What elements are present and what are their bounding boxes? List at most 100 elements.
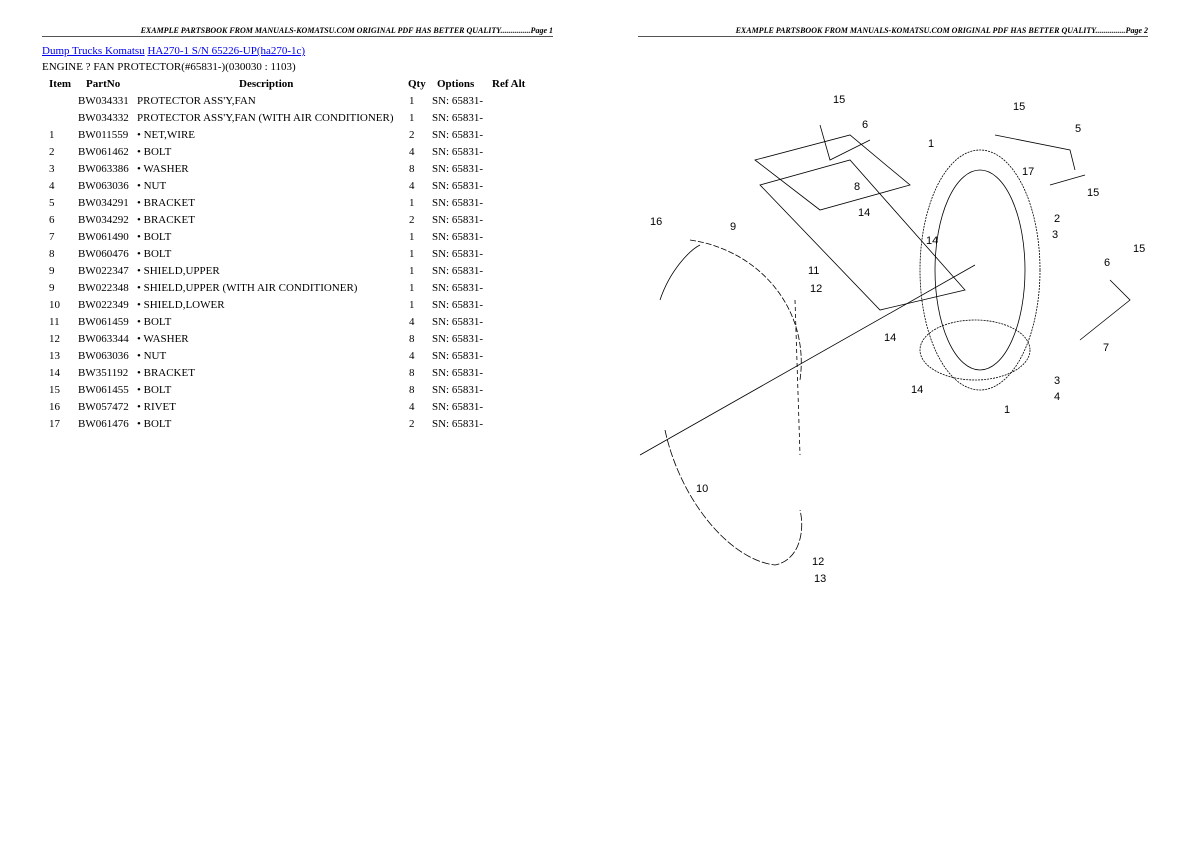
description: • SHIELD,UPPER bbox=[137, 265, 220, 277]
page-header-1: EXAMPLE PARTSBOOK FROM MANUALS-KOMATSU.C… bbox=[42, 26, 553, 37]
description: • SHIELD,LOWER bbox=[137, 299, 225, 311]
options: SN: 65831- bbox=[432, 112, 484, 124]
description: • BOLT bbox=[137, 316, 172, 328]
item-number: 2 bbox=[49, 146, 55, 158]
col-item: Item bbox=[49, 78, 71, 90]
callout-label: 15 bbox=[1013, 101, 1025, 113]
options: SN: 65831- bbox=[432, 214, 484, 226]
quantity: 4 bbox=[409, 316, 415, 328]
quantity: 1 bbox=[409, 231, 415, 243]
callout-label: 14 bbox=[884, 332, 896, 344]
part-number: BW011559 bbox=[78, 129, 129, 141]
item-number: 13 bbox=[49, 350, 60, 362]
item-number: 4 bbox=[49, 180, 55, 192]
callout-label: 6 bbox=[862, 119, 868, 131]
part-number: BW061490 bbox=[78, 231, 129, 243]
part-number: BW061462 bbox=[78, 146, 129, 158]
callout-label: 7 bbox=[1103, 342, 1109, 354]
options: SN: 65831- bbox=[432, 333, 484, 345]
item-number: 3 bbox=[49, 163, 55, 175]
quantity: 4 bbox=[409, 401, 415, 413]
options: SN: 65831- bbox=[432, 401, 484, 413]
description: • WASHER bbox=[137, 333, 189, 345]
options: SN: 65831- bbox=[432, 180, 484, 192]
description: PROTECTOR ASS'Y,FAN (WITH AIR CONDITIONE… bbox=[137, 112, 394, 124]
callout-label: 6 bbox=[1104, 257, 1110, 269]
description: • BOLT bbox=[137, 384, 172, 396]
part-number: BW063036 bbox=[78, 180, 129, 192]
callout-label: 15 bbox=[1133, 243, 1145, 255]
page-header-2: EXAMPLE PARTSBOOK FROM MANUALS-KOMATSU.C… bbox=[638, 26, 1148, 37]
part-number: BW061459 bbox=[78, 316, 129, 328]
quantity: 4 bbox=[409, 350, 415, 362]
item-number: 9 bbox=[49, 265, 55, 277]
callout-label: 13 bbox=[814, 573, 826, 585]
description: • BOLT bbox=[137, 146, 172, 158]
callout-label: 3 bbox=[1052, 229, 1058, 241]
col-ref-alt: Ref Alt bbox=[492, 78, 526, 90]
callout-label: 1 bbox=[928, 138, 934, 150]
description: PROTECTOR ASS'Y,FAN bbox=[137, 95, 256, 107]
quantity: 1 bbox=[409, 265, 415, 277]
quantity: 1 bbox=[409, 197, 415, 209]
item-number: 5 bbox=[49, 197, 55, 209]
description: • NET,WIRE bbox=[137, 129, 196, 141]
description: • NUT bbox=[137, 180, 167, 192]
part-number: BW034331 bbox=[78, 95, 129, 107]
description: • BOLT bbox=[137, 418, 172, 430]
options: SN: 65831- bbox=[432, 129, 484, 141]
part-number: BW061455 bbox=[78, 384, 129, 396]
options: SN: 65831- bbox=[432, 418, 484, 430]
options: SN: 65831- bbox=[432, 265, 484, 277]
callout-label: 12 bbox=[810, 283, 822, 295]
description: • BRACKET bbox=[137, 214, 195, 226]
options: SN: 65831- bbox=[432, 384, 484, 396]
description: • SHIELD,UPPER (WITH AIR CONDITIONER) bbox=[137, 282, 358, 294]
col-qty: Qty bbox=[408, 78, 426, 90]
options: SN: 65831- bbox=[432, 248, 484, 260]
item-number: 11 bbox=[49, 316, 60, 328]
callout-label: 14 bbox=[858, 207, 870, 219]
part-number: BW063386 bbox=[78, 163, 129, 175]
item-number: 6 bbox=[49, 214, 55, 226]
callout-label: 9 bbox=[730, 221, 736, 233]
breadcrumb-link-dump-trucks[interactable]: Dump Trucks Komatsu bbox=[42, 45, 145, 57]
part-number: BW060476 bbox=[78, 248, 129, 260]
breadcrumb: Dump Trucks Komatsu HA270-1 S/N 65226-UP… bbox=[42, 45, 305, 57]
description: • BOLT bbox=[137, 231, 172, 243]
callout-label: 14 bbox=[911, 384, 923, 396]
callout-label: 1 bbox=[1004, 404, 1010, 416]
options: SN: 65831- bbox=[432, 197, 484, 209]
part-number: BW057472 bbox=[78, 401, 129, 413]
description: • BRACKET bbox=[137, 197, 195, 209]
part-number: BW022348 bbox=[78, 282, 129, 294]
axis-line bbox=[639, 264, 976, 456]
part-number: BW034332 bbox=[78, 112, 129, 124]
quantity: 1 bbox=[409, 112, 415, 124]
item-number: 15 bbox=[49, 384, 60, 396]
quantity: 2 bbox=[409, 418, 415, 430]
callout-label: 10 bbox=[696, 483, 708, 495]
quantity: 4 bbox=[409, 146, 415, 158]
part-number: BW351192 bbox=[78, 367, 129, 379]
quantity: 2 bbox=[409, 214, 415, 226]
part-number: BW061476 bbox=[78, 418, 129, 430]
part-number: BW063036 bbox=[78, 350, 129, 362]
item-number: 1 bbox=[49, 129, 55, 141]
callout-label: 8 bbox=[854, 181, 860, 193]
part-number: BW022349 bbox=[78, 299, 129, 311]
part-number: BW022347 bbox=[78, 265, 129, 277]
breadcrumb-link-model[interactable]: HA270-1 S/N 65226-UP(ha270-1c) bbox=[147, 45, 306, 57]
